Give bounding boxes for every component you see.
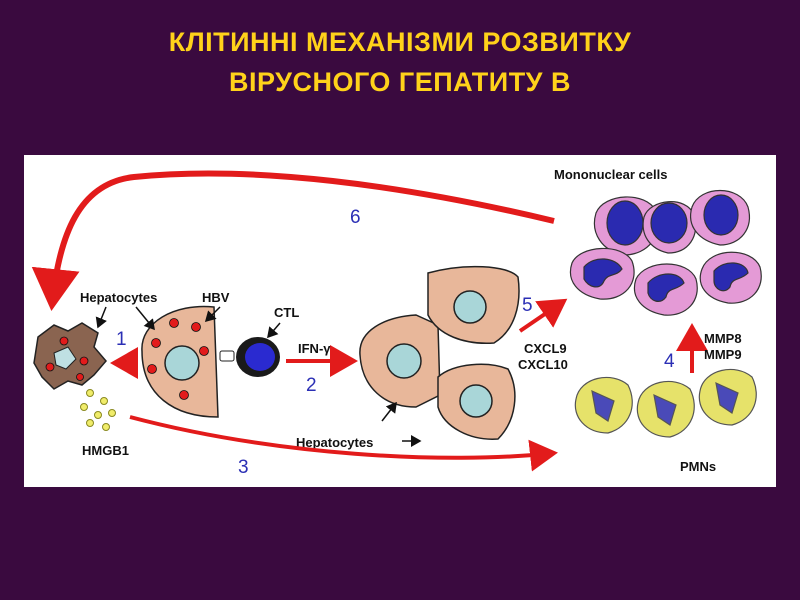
pointer-hepatocytes-bottom bbox=[381, 401, 397, 422]
pmn-cells bbox=[574, 368, 757, 438]
pointer-hbv bbox=[204, 306, 221, 323]
label-hepatocytes-top: Hepatocytes bbox=[80, 290, 157, 305]
pointer-ctl bbox=[267, 322, 281, 339]
diagram-panel: HMGB1 1 Hepatocytes HBV CTL IFN-γ 2 bbox=[24, 155, 776, 487]
step-6: 6 bbox=[350, 207, 361, 228]
arrow-5 bbox=[518, 298, 568, 333]
label-ifn: IFN-γ bbox=[298, 341, 331, 356]
pointer-hepatocytes bbox=[95, 306, 107, 329]
dying-hepatocyte bbox=[33, 322, 107, 390]
ctl-cell bbox=[236, 337, 280, 377]
label-mmp8: MMP8 bbox=[704, 331, 742, 346]
hbv-particles bbox=[147, 318, 209, 400]
label-hbv: HBV bbox=[202, 290, 230, 305]
step-3: 3 bbox=[238, 457, 249, 478]
label-pmns: PMNs bbox=[680, 459, 716, 474]
infected-hepatocyte bbox=[141, 305, 219, 418]
hmgb1-dots bbox=[80, 389, 116, 431]
label-cxcl10: CXCL10 bbox=[518, 357, 568, 372]
slide-title: КЛІТИННІ МЕХАНІЗМИ РОЗВИТКУ ВІРУСНОГО ГЕ… bbox=[0, 22, 800, 102]
pointer-hepatocytes-2 bbox=[135, 306, 155, 331]
step-2: 2 bbox=[306, 375, 317, 396]
tcr-contact bbox=[219, 350, 235, 362]
label-hmgb1: HMGB1 bbox=[82, 443, 129, 458]
label-cxcl9: CXCL9 bbox=[524, 341, 567, 356]
mononuclear-cells bbox=[569, 189, 762, 316]
arrow-6 bbox=[31, 170, 555, 311]
label-ctl: CTL bbox=[274, 305, 299, 320]
mechanism-diagram: HMGB1 1 Hepatocytes HBV CTL IFN-γ 2 bbox=[31, 167, 762, 478]
label-mmp9: MMP9 bbox=[704, 347, 742, 362]
step-1: 1 bbox=[116, 329, 127, 350]
hepatocyte-cluster bbox=[359, 265, 520, 440]
title-line-2: ВІРУСНОГО ГЕПАТИТУ В bbox=[229, 67, 571, 97]
title-line-1: КЛІТИННІ МЕХАНІЗМИ РОЗВИТКУ bbox=[168, 27, 632, 57]
arrow-3 bbox=[129, 415, 558, 472]
label-mononuclear: Mononuclear cells bbox=[554, 167, 667, 182]
step-4: 4 bbox=[664, 351, 675, 372]
step-5: 5 bbox=[522, 295, 533, 316]
label-hepatocytes-bottom: Hepatocytes bbox=[296, 435, 373, 450]
